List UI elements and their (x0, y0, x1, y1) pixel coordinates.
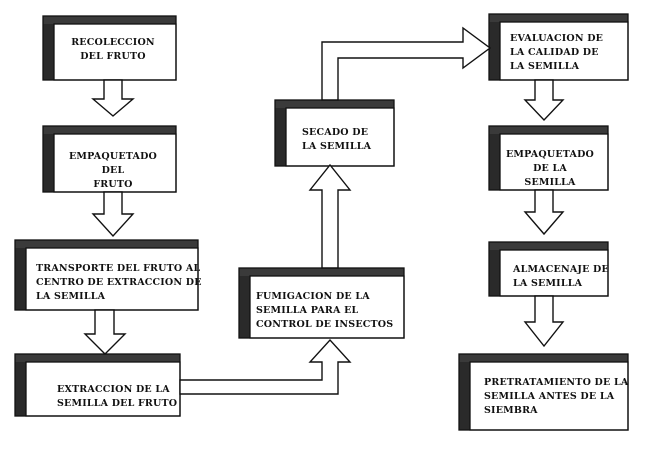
box-pretratamiento (458, 353, 629, 431)
step-label-pretratamiento: PRETRATAMIENTO DE LA SEMILLA ANTES DE LA… (484, 377, 629, 416)
step-label-empaquetado-semilla: EMPAQUETADO DE LA SEMILLA (505, 149, 594, 188)
step-label-empaquetado-fruto: EMPAQUETADO DEL FRUTO (68, 151, 157, 190)
arrow-s1-s2 (91, 79, 135, 117)
arrow-s2-s3 (91, 191, 135, 238)
arrow-s6-s7 (321, 26, 492, 101)
arrow-s7-s8 (523, 79, 565, 122)
step-label-recoleccion: RECOLECCION DEL FRUTO (71, 37, 155, 62)
step-label-almacenaje: ALMACENAJE DE LA SEMILLA (513, 264, 609, 289)
step-label-fumigacion: FUMIGACION DE LA SEMILLA PARA EL CONTROL… (256, 291, 394, 330)
box-recoleccion (42, 15, 177, 81)
box-secado (274, 99, 395, 167)
arrow-s5-s6 (308, 163, 352, 269)
box-evaluacion (488, 13, 629, 81)
box-fumigacion (238, 267, 405, 339)
step-label-transporte: TRANSPORTE DEL FRUTO AL CENTRO DE EXTRAC… (36, 263, 202, 302)
arrow-s8-s9 (523, 189, 565, 236)
box-almacenaje (488, 241, 609, 297)
step-label-evaluacion: EVALUACION DE LA CALIDAD DE LA SEMILLA (510, 33, 604, 72)
arrow-s9-s10 (523, 295, 565, 348)
arrow-s3-s4 (83, 309, 127, 355)
step-label-secado: SECADO DE LA SEMILLA (302, 127, 372, 152)
step-label-extraccion: EXTRACCION DE LA SEMILLA DEL FRUTO (57, 384, 178, 409)
